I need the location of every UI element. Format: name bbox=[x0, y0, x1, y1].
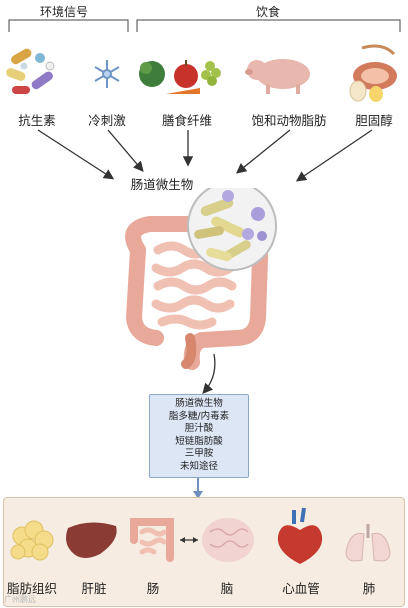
gut-microbiota-label: 肠道微生物 bbox=[130, 177, 194, 192]
label-liver: 肝脏 bbox=[81, 581, 107, 596]
header-brackets bbox=[8, 19, 401, 32]
intestine-illustration bbox=[125, 188, 277, 370]
label-intestine: 肠 bbox=[146, 581, 160, 596]
double-arrow-icon bbox=[180, 537, 198, 543]
diet-title: 饮食 bbox=[256, 5, 281, 19]
label-cold-stimulation: 冷刺激 bbox=[88, 113, 126, 128]
env-signals-title: 环境信号 bbox=[40, 5, 89, 19]
label-saturated-animal-fat: 饱和动物脂肪 bbox=[251, 113, 327, 128]
liver-icon bbox=[66, 522, 117, 558]
label-brain: 脑 bbox=[220, 581, 234, 596]
gut-products-box: 肠道微生物 脂多糖/内毒素 胆汁酸 短链脂肪酸 三甲胺 未知途径 bbox=[149, 394, 249, 478]
product-line: 短链脂肪酸 bbox=[175, 435, 223, 447]
diet-bracket bbox=[136, 19, 401, 32]
label-cholesterol: 胆固醇 bbox=[355, 113, 393, 128]
pig-icon bbox=[245, 59, 310, 94]
heart-icon bbox=[277, 507, 323, 564]
arrow-antibiotics bbox=[37, 129, 115, 180]
label-lungs: 肺 bbox=[362, 581, 376, 596]
product-line: 脂多糖/内毒素 bbox=[168, 410, 230, 422]
input-icons bbox=[6, 44, 397, 102]
organs-panel bbox=[3, 497, 405, 607]
fruit-vegetables-icon bbox=[139, 60, 221, 94]
label-adipose-tissue: 脂肪组织 bbox=[6, 581, 57, 596]
snowflake-icon bbox=[94, 60, 120, 88]
label-dietary-fiber: 膳食纤维 bbox=[161, 113, 212, 128]
product-line: 未知途径 bbox=[179, 460, 218, 472]
product-line: 肠道微生物 bbox=[175, 398, 223, 409]
product-line: 胆汁酸 bbox=[184, 423, 214, 434]
label-cardiovascular: 心血管 bbox=[282, 581, 320, 596]
product-line: 三甲胺 bbox=[184, 448, 214, 459]
arrow-to-products bbox=[202, 353, 216, 394]
intestine-icon bbox=[130, 518, 174, 562]
large-intestine bbox=[125, 216, 269, 370]
arrow-fat bbox=[235, 129, 291, 174]
lungs-icon bbox=[345, 524, 391, 562]
adipose-tissue-icon bbox=[10, 520, 54, 561]
microbe-magnifier bbox=[187, 188, 277, 271]
pills-icon bbox=[6, 48, 55, 94]
label-antibiotics: 抗生素 bbox=[18, 113, 56, 128]
watermark: 广州鹏远 bbox=[4, 595, 36, 604]
brain-icon bbox=[202, 518, 254, 562]
organ-icons bbox=[10, 507, 391, 564]
arrow-cholesterol bbox=[295, 129, 373, 182]
eggs-meat-icon bbox=[349, 44, 397, 102]
arrow-cold bbox=[107, 129, 144, 172]
env-bracket bbox=[8, 19, 129, 32]
